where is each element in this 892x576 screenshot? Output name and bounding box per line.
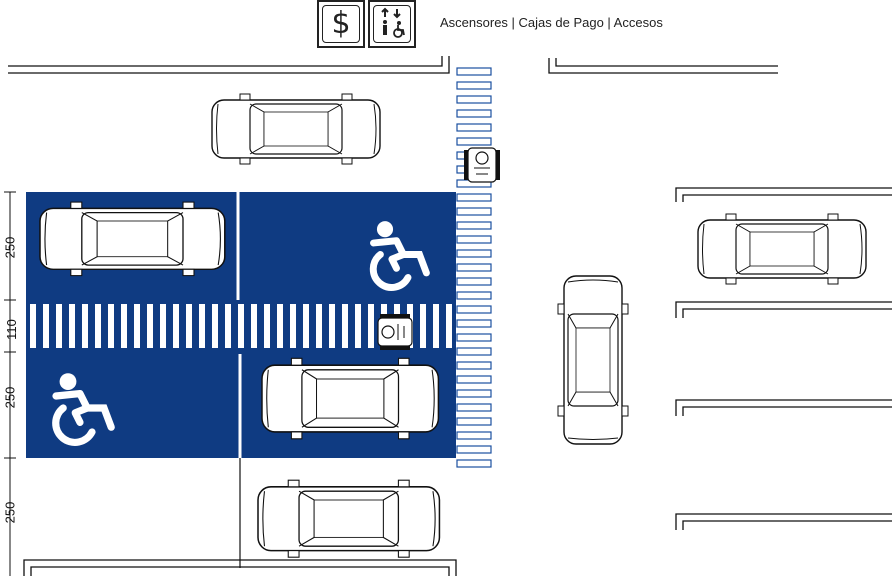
- vertical-crosswalk: [456, 67, 492, 468]
- car-accessible-left: [39, 201, 226, 277]
- crosswalk-stripe: [456, 207, 492, 216]
- aisle-stripe: [433, 304, 439, 348]
- aisle-stripe: [186, 304, 192, 348]
- crosswalk-stripe: [456, 305, 492, 314]
- aisle-stripe: [277, 304, 283, 348]
- elevator-accessible-icon: [373, 5, 411, 43]
- wheelchair-user-icon: [377, 313, 413, 351]
- car-bottom: [257, 479, 441, 558]
- crosswalk-stripe: [456, 375, 492, 384]
- top-right-wall: [548, 58, 778, 74]
- aisle-stripe: [212, 304, 218, 348]
- aisle-stripe: [329, 304, 335, 348]
- crosswalk-stripe: [456, 81, 492, 90]
- crosswalk-stripe: [456, 109, 492, 118]
- crosswalk-stripe: [456, 137, 492, 146]
- aisle-stripe: [147, 304, 153, 348]
- header-caption: Ascensores | Cajas de Pago | Accesos: [440, 15, 663, 30]
- right-bay-top: [675, 187, 892, 202]
- aisle-stripe: [82, 304, 88, 348]
- crosswalk-stripe: [456, 417, 492, 426]
- aisle-stripe: [316, 304, 322, 348]
- aisle-stripe: [121, 304, 127, 348]
- car-top: [211, 93, 381, 165]
- aisle-stripe: [264, 304, 270, 348]
- crosswalk-stripe: [456, 95, 492, 104]
- crosswalk-stripe: [456, 389, 492, 398]
- crosswalk-stripe: [456, 249, 492, 258]
- aisle-stripe: [69, 304, 75, 348]
- aisle-stripe: [238, 304, 244, 348]
- crosswalk-stripe: [456, 123, 492, 132]
- crosswalk-stripe: [456, 67, 492, 76]
- aisle-stripe: [225, 304, 231, 348]
- wheelchair-user-icon: [463, 147, 501, 183]
- aisle-stripe: [30, 304, 36, 348]
- crosswalk-stripe: [456, 263, 492, 272]
- crosswalk-stripe: [456, 291, 492, 300]
- crosswalk-stripe: [456, 347, 492, 356]
- aisle-stripe: [290, 304, 296, 348]
- aisle-stripe: [446, 304, 452, 348]
- crosswalk-stripe: [456, 445, 492, 454]
- aisle-stripe: [420, 304, 426, 348]
- crosswalk-stripe: [456, 277, 492, 286]
- aisle-stripe: [303, 304, 309, 348]
- car-center-vertical: [557, 275, 629, 445]
- crosswalk-stripe: [456, 403, 492, 412]
- crosswalk-stripe: [456, 193, 492, 202]
- aisle-stripe: [342, 304, 348, 348]
- right-bay-1: [675, 301, 892, 318]
- top-left-wall: [8, 56, 450, 74]
- aisle-stripe: [160, 304, 166, 348]
- right-bay-3: [675, 513, 892, 530]
- crosswalk-stripe: [456, 459, 492, 468]
- aisle-stripe: [108, 304, 114, 348]
- dollar-sign-icon: $: [322, 5, 360, 43]
- aisle-stripe: [56, 304, 62, 348]
- aisle-stripe: [173, 304, 179, 348]
- aisle-stripe: [355, 304, 361, 348]
- bottom-wall: [23, 559, 457, 576]
- crosswalk-stripe: [456, 431, 492, 440]
- aisle-stripe: [134, 304, 140, 348]
- crosswalk-stripe: [456, 319, 492, 328]
- aisle-stripe: [199, 304, 205, 348]
- crosswalk-stripe: [456, 361, 492, 370]
- payment-box: $: [317, 0, 365, 48]
- header-icons: $: [317, 0, 416, 48]
- right-bay-2: [675, 399, 892, 416]
- aisle-stripe: [251, 304, 257, 348]
- crosswalk-stripe: [456, 333, 492, 342]
- crosswalk-stripe: [456, 235, 492, 244]
- aisle-stripe: [95, 304, 101, 348]
- dimension-line: [4, 191, 16, 576]
- car-accessible-right: [261, 357, 440, 440]
- car-right: [697, 213, 867, 285]
- crosswalk-stripe: [456, 221, 492, 230]
- aisle-stripe: [43, 304, 49, 348]
- aisle-stripe: [368, 304, 374, 348]
- elevator-box: [368, 0, 416, 48]
